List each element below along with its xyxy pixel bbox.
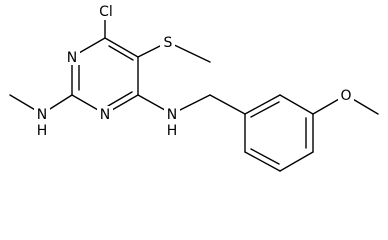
atom-n-ring-top-label: N: [67, 50, 77, 66]
bond-ch2-ring: [209, 94, 246, 115]
atom-cl-label: Cl: [99, 4, 113, 20]
bond-benzene-5-inner: [250, 148, 280, 165]
atom-o-methoxy-label: O: [340, 88, 351, 104]
bond-benzene-1: [244, 94, 281, 115]
atom-nh-benzyl-n-label: N: [167, 107, 177, 123]
atom-nh-methylamino-n-label: N: [37, 107, 47, 123]
bond-c6-c5: [104, 37, 139, 58]
bond-c4-n3-inner: [107, 91, 133, 107]
atom-s-label: S: [164, 35, 173, 51]
bond-benzene-1-inner: [250, 101, 280, 118]
bond-benzene-4: [279, 151, 314, 172]
chemical-structure: Cl S N N N H N H O: [9, 2, 379, 172]
bond-benzene-2: [279, 94, 314, 115]
bond-c6-c5-inner: [108, 45, 134, 61]
atom-nh-methylamino-h-label: H: [37, 123, 48, 139]
atom-n-ring-bottom-label: N: [100, 107, 110, 123]
atom-nh-benzyl-h-label: H: [167, 123, 178, 139]
bond-benzene-5: [244, 151, 281, 172]
